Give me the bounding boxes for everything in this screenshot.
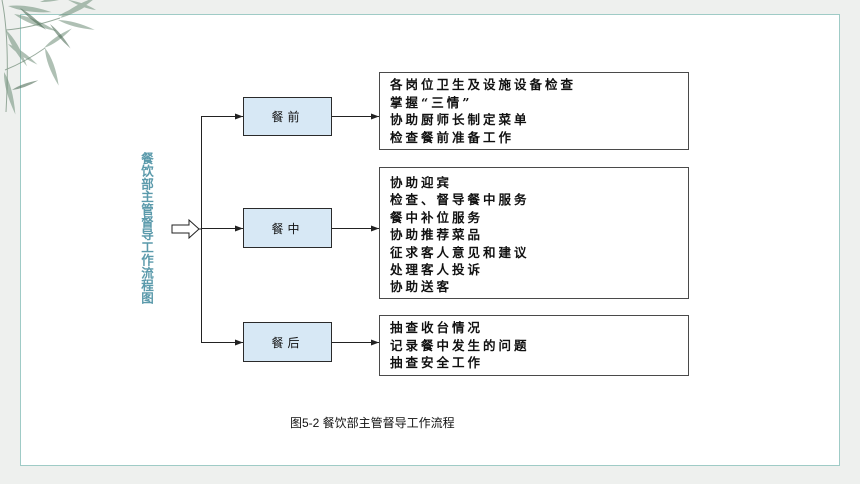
task-list-before: 各岗位卫生及设施设备检查 掌握“三情” 协助厨师长制定菜单 检查餐前准备工作 [379,72,689,150]
task-item: 掌握“三情” [390,94,473,110]
hollow-arrow-icon [171,218,200,240]
task-list-after: 抽查收台情况 记录餐中发生的问题 抽查安全工作 [379,315,689,376]
task-item: 协助厨师长制定菜单 [390,112,530,128]
task-item: 各岗位卫生及设施设备检查 [390,77,577,92]
stage-box-after: 餐后 [243,322,332,362]
stage-box-before: 餐前 [243,97,332,136]
task-item: 餐中补位服务 [390,209,484,225]
task-item: 协助推荐菜品 [390,227,484,243]
task-item: 记录餐中发生的问题 [390,337,530,353]
task-item: 协助迎宾 [390,175,453,190]
task-item: 检查餐前准备工作 [390,129,515,145]
stage-box-during: 餐中 [243,208,332,248]
task-item: 抽查收台情况 [390,320,484,335]
task-item: 征求客人意见和建议 [390,244,530,260]
vertical-title: 餐饮部主管督导工作流程图 [139,152,154,305]
task-item: 协助送客 [390,279,453,295]
task-list-during: 协助迎宾 检查、督导餐中服务 餐中补位服务 协助推荐菜品 征求客人意见和建议 处… [379,167,689,299]
task-item: 检查、督导餐中服务 [390,192,530,208]
task-item: 抽查安全工作 [390,355,484,371]
task-item: 处理客人投诉 [390,262,484,278]
figure-caption: 图5-2 餐饮部主管督导工作流程 [290,416,455,430]
